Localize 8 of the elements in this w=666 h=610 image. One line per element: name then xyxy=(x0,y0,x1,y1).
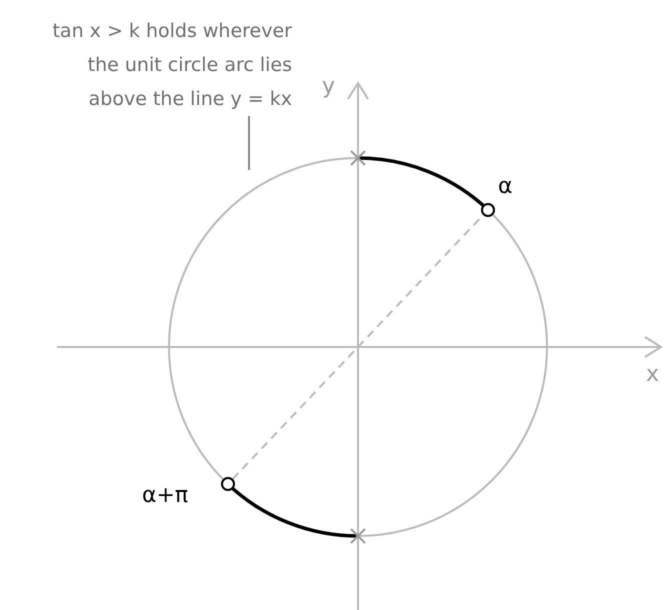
leader-line xyxy=(248,116,250,170)
annotation-text: tan x > k holds wherever the unit circle arc lies above the line y = kx xyxy=(40,14,292,116)
axis-label: y xyxy=(322,74,336,99)
point-label: α+π xyxy=(142,483,188,508)
axis-label: x xyxy=(646,362,660,387)
point-label: α xyxy=(498,174,513,199)
point-marker xyxy=(220,477,235,492)
point-marker xyxy=(481,202,496,217)
